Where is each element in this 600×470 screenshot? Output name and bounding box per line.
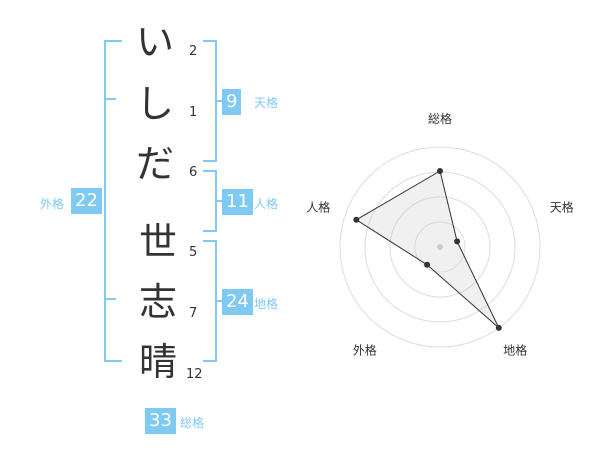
- name-char-2: し: [135, 82, 174, 126]
- bracket-tick: [215, 100, 222, 102]
- jinkaku-label: 人格: [254, 197, 279, 211]
- stroke-count-1: 2: [189, 44, 198, 59]
- bracket-tick: [104, 98, 116, 100]
- radar-axis-label: 天格: [550, 199, 574, 214]
- jinkaku-value: 11: [222, 189, 253, 215]
- gaikaku-label: 外格: [40, 197, 65, 211]
- tenkaku-label: 天格: [254, 96, 279, 110]
- gaikaku-bracket: [104, 40, 122, 362]
- gaikaku-value: 22: [71, 188, 102, 214]
- radar-center-dot: [437, 244, 443, 250]
- radar-axis-label: 地格: [503, 343, 527, 358]
- radar-point-1: [437, 168, 443, 174]
- radar-point-5: [353, 216, 360, 223]
- radar-point-2: [454, 238, 461, 245]
- bracket-tick: [215, 300, 222, 302]
- tenkaku-value: 9: [222, 89, 242, 115]
- bracket-tick: [215, 200, 222, 202]
- radar-point-3: [495, 324, 502, 331]
- radar-axis-label: 総格: [428, 111, 452, 126]
- radar-data-area: [355, 170, 500, 329]
- bracket-tick: [104, 298, 116, 300]
- radar-ring: [389, 196, 491, 298]
- soukaku-value: 33: [145, 408, 176, 434]
- radar-ring: [414, 221, 466, 273]
- name-char-1: い: [135, 20, 174, 64]
- name-char-4: 世: [138, 220, 177, 264]
- stroke-count-5: 7: [189, 306, 198, 321]
- name-char-3: だ: [135, 142, 174, 186]
- stroke-count-4: 5: [189, 245, 198, 260]
- chikaku-label: 地格: [254, 297, 279, 311]
- name-char-6: 晴: [138, 340, 177, 384]
- stroke-count-6: 12: [186, 367, 203, 382]
- name-char-5: 志: [138, 280, 177, 324]
- soukaku-label: 総格: [180, 416, 205, 430]
- radar-axis-label: 人格: [306, 199, 330, 214]
- radar-point-4: [424, 261, 431, 268]
- chikaku-value: 24: [222, 289, 253, 315]
- stroke-count-2: 1: [189, 105, 198, 120]
- stroke-count-3: 6: [189, 165, 198, 180]
- radar-axis-label: 外格: [353, 343, 377, 358]
- radar-ring: [339, 146, 541, 348]
